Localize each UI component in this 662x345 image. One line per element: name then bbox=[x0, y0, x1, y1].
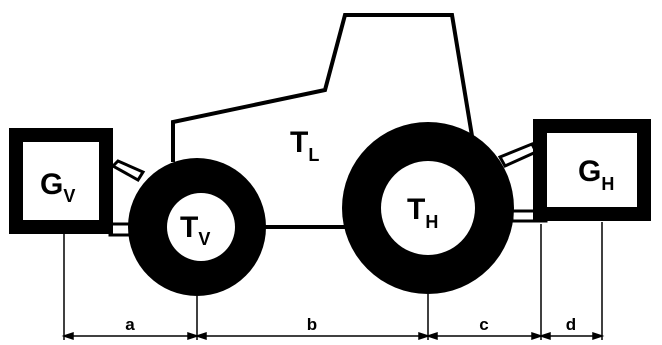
front-wheel-subscript: V bbox=[198, 229, 210, 249]
svg-text:GH: GH bbox=[578, 155, 614, 194]
rear-wheel-label: T bbox=[407, 193, 425, 226]
svg-text:GV: GV bbox=[40, 168, 75, 206]
svg-text:TH: TH bbox=[407, 193, 438, 232]
dimension-lines bbox=[61, 331, 605, 341]
reference-lines bbox=[63, 222, 603, 340]
rear-wheel-subscript: H bbox=[425, 212, 438, 232]
dimension-d-label: d bbox=[566, 315, 576, 334]
body-label-text: TL bbox=[290, 126, 319, 165]
front-ballast-weight: GV bbox=[9, 128, 113, 234]
rear-ballast-subscript: H bbox=[601, 174, 614, 194]
dimension-c-label: c bbox=[479, 315, 488, 334]
front-ballast-subscript: V bbox=[63, 186, 75, 206]
body-subscript: L bbox=[308, 145, 319, 165]
rear-ballast-weight: GH bbox=[533, 119, 651, 221]
svg-text:TV: TV bbox=[180, 211, 210, 249]
body-label: T bbox=[290, 126, 308, 159]
rear-wheel: TH bbox=[342, 122, 514, 294]
front-wheel-label: T bbox=[180, 211, 198, 244]
tractor-body-outline bbox=[171, 13, 474, 162]
dimension-a-label: a bbox=[125, 315, 135, 334]
front-wheel: TV bbox=[128, 158, 266, 296]
front-ballast-label: G bbox=[40, 168, 63, 201]
dimension-b-label: b bbox=[307, 315, 317, 334]
rear-ballast-label: G bbox=[578, 155, 601, 188]
